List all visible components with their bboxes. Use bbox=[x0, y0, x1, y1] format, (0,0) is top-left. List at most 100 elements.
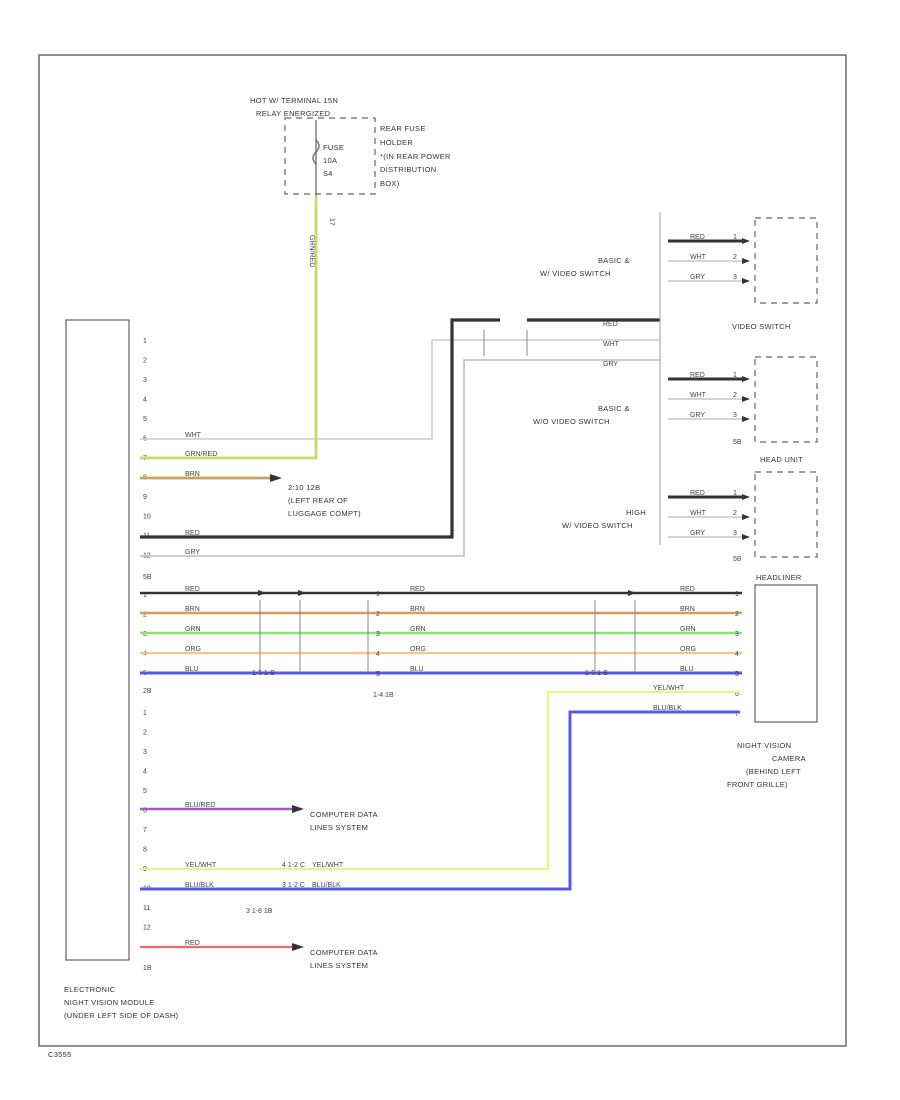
stub-arrow-icon bbox=[742, 376, 750, 382]
cds-arrow-icon-1 bbox=[292, 805, 304, 813]
camera-pin-number: 3 bbox=[735, 631, 739, 638]
video-switch-label: VIDEO SWITCH bbox=[732, 322, 791, 331]
fuse-conn: 17 bbox=[328, 218, 335, 226]
holder-label-3: *(IN REAR POWER bbox=[380, 152, 451, 161]
module-pin-number: 5 bbox=[143, 788, 147, 795]
module-pin-number: 2 bbox=[143, 358, 147, 365]
camera-pin-number: 4 bbox=[735, 651, 739, 658]
bus-label-red: RED bbox=[603, 321, 618, 328]
camera-bus-label: BLU bbox=[185, 666, 199, 673]
cam-yel-label: YEL/WHT bbox=[653, 685, 685, 692]
camera-pin-number: 7 bbox=[735, 711, 739, 718]
wire-yel-wht-camera bbox=[300, 691, 740, 870]
camera-bus-label: BRN bbox=[680, 606, 695, 613]
video-stub-pin: 2 bbox=[733, 510, 737, 517]
module-pin-number: 3 bbox=[143, 377, 147, 384]
wire-label-gry: GRY bbox=[185, 549, 200, 556]
high-video-group: 5B HIGH W/ VIDEO SWITCH bbox=[562, 471, 818, 563]
module-pin-number: 1 bbox=[143, 592, 147, 599]
module-pin-number: 8 bbox=[143, 847, 147, 854]
video-stub-label: RED bbox=[690, 490, 705, 497]
fuse-label-1: FUSE bbox=[323, 143, 344, 152]
stub-arrow-icon bbox=[742, 258, 750, 264]
high-conn: 5B bbox=[733, 556, 742, 563]
head-unit-conn: 5B bbox=[733, 439, 742, 446]
cds-label-2a: COMPUTER DATA bbox=[310, 948, 378, 957]
bottom-conn-mid: 4 1-2 C bbox=[282, 862, 305, 869]
module-pin-number: 9 bbox=[143, 494, 147, 501]
bottom-wires: BLU/RED COMPUTER DATA LINES SYSTEM YEL/W… bbox=[140, 802, 378, 970]
camera-label-3: (BEHIND LEFT bbox=[746, 767, 801, 776]
bus-arrow-icon bbox=[298, 590, 306, 596]
holder-label-2: HOLDER bbox=[380, 138, 413, 147]
stub-arrow-icon bbox=[742, 494, 750, 500]
camera-bus-pin: 3 bbox=[376, 631, 380, 638]
module-pin-number: 3 bbox=[143, 631, 147, 638]
hot-label-1: HOT W/ TERMINAL 15N bbox=[250, 96, 338, 105]
module-pin-number: 2 bbox=[143, 730, 147, 737]
video-stub-pin: 1 bbox=[733, 372, 737, 379]
module-conn-b: 2B bbox=[143, 688, 152, 695]
module-name-1: ELECTRONIC bbox=[64, 985, 116, 994]
video-stub-label: RED bbox=[690, 372, 705, 379]
bus-arrow-icon bbox=[628, 590, 636, 596]
wire-blu-blk-camera bbox=[300, 710, 740, 891]
fuse-label-3: S4 bbox=[323, 169, 333, 178]
stub-arrow-icon bbox=[742, 416, 750, 422]
module-pin-number: 4 bbox=[143, 769, 147, 776]
camera-bus-label: GRN bbox=[410, 626, 426, 633]
camera-bus-label: RED bbox=[185, 586, 200, 593]
stub-arrow-icon bbox=[742, 238, 750, 244]
module-pin-number: 6 bbox=[143, 808, 147, 815]
fuse-label-2: 10A bbox=[323, 156, 337, 165]
cds-arrow-icon-2 bbox=[292, 943, 304, 951]
bus-label-gry: GRY bbox=[603, 361, 618, 368]
camera-bus-label: RED bbox=[680, 586, 695, 593]
footer-code: C3555 bbox=[48, 1050, 72, 1059]
ground-label-3: LUGGAGE COMPT) bbox=[288, 509, 361, 518]
holder-label-5: BOX) bbox=[380, 179, 400, 188]
wire-label-red11: RED bbox=[185, 530, 200, 537]
bottom-conn-mid2: 3 1-2 C bbox=[282, 882, 305, 889]
module-pin-number: 1 bbox=[143, 710, 147, 717]
wire-label-yel-wht-2: YEL/WHT bbox=[312, 862, 344, 869]
video-stub-label: WHT bbox=[690, 392, 707, 399]
holder-label-4: DISTRIBUTION bbox=[380, 165, 437, 174]
camera-bus-label: RED bbox=[410, 586, 425, 593]
module-pin-number: 2 bbox=[143, 612, 147, 619]
wire-wht bbox=[140, 339, 660, 440]
camera-bus-pin: 4 bbox=[376, 651, 380, 658]
module-pin-number: 12 bbox=[143, 925, 151, 932]
module-pin-number: 11 bbox=[143, 905, 150, 912]
cds-label-2b: LINES SYSTEM bbox=[310, 961, 368, 970]
ground-label-2: (LEFT REAR OF bbox=[288, 496, 348, 505]
video-stub-label: GRY bbox=[690, 274, 705, 281]
module-pin-number: 5 bbox=[143, 416, 147, 423]
cds-label-1a: COMPUTER DATA bbox=[310, 810, 378, 819]
bus-arrow-icon bbox=[258, 590, 266, 596]
video-stub-label: GRY bbox=[690, 412, 705, 419]
bottom-conn-label: 3 1-8 1B bbox=[246, 908, 273, 915]
wire-label-blu-blk: BLU/BLK bbox=[185, 882, 214, 889]
wire-label-grn-red: GRN/RED bbox=[185, 451, 217, 458]
fuse-icon bbox=[312, 139, 320, 165]
wire-label-yel-wht: YEL/WHT bbox=[185, 862, 217, 869]
module-pin-number: 7 bbox=[143, 827, 147, 834]
ground-arrow-icon bbox=[270, 474, 282, 482]
camera-pin-number: 6 bbox=[735, 691, 739, 698]
video-stub-pin: 3 bbox=[733, 530, 737, 537]
camera-bus-label: GRN bbox=[680, 626, 696, 633]
wire-grn-red bbox=[140, 196, 318, 460]
camera-pin-number: 2 bbox=[735, 611, 739, 618]
top-wires: WHT GRN/RED BRN 2:10 12B (LEFT REAR OF L… bbox=[140, 196, 660, 557]
bus-label-wht: WHT bbox=[603, 341, 620, 348]
head-unit-label: HEAD UNIT bbox=[760, 455, 803, 464]
hot-label-2: RELAY ENERGIZED bbox=[256, 109, 331, 118]
wire-label-brn: BRN bbox=[185, 471, 200, 478]
